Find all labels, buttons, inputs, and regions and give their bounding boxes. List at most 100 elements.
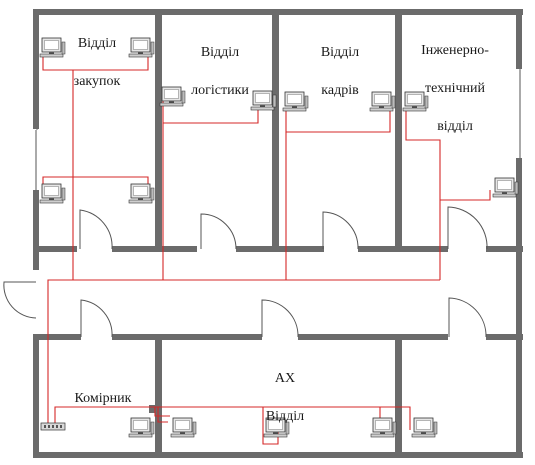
- room-admin-line1: АХ: [274, 371, 296, 386]
- room-label-storekeeper: Комірник: [48, 370, 158, 427]
- monitor-screen: [44, 40, 59, 50]
- cable-path: [42, 176, 149, 190]
- keyboard: [369, 107, 394, 112]
- cable-path: [440, 190, 491, 201]
- system-unit: [433, 421, 438, 435]
- keyboard: [39, 199, 64, 204]
- computer-icon: [282, 91, 309, 112]
- cable-path: [42, 55, 149, 71]
- keyboard: [128, 199, 153, 204]
- cable-path: [154, 407, 170, 417]
- computer-icon: [411, 417, 438, 438]
- computer-icon: [370, 417, 397, 438]
- wall-segment: [516, 246, 522, 341]
- keyboard: [411, 433, 436, 438]
- wall-segment: [516, 158, 522, 248]
- wall-segment: [516, 340, 522, 458]
- wall-segment: [33, 334, 81, 340]
- room-purchasing-line1: Відділ: [77, 36, 117, 51]
- door-logistics: [200, 213, 237, 250]
- computer-icon: [250, 90, 277, 111]
- wall-segment: [272, 9, 279, 249]
- monitor-screen: [375, 420, 390, 430]
- wall-segment: [33, 190, 39, 270]
- computer-icon: [170, 417, 197, 438]
- doors: [3, 70, 521, 338]
- computer-icon: [369, 91, 396, 112]
- wall-segment: [486, 246, 523, 252]
- monitor-screen: [133, 186, 148, 196]
- keyboard: [128, 53, 153, 58]
- monitor-stand: [138, 52, 143, 54]
- room-hr-line2: кадрів: [321, 83, 359, 98]
- walls: [33, 9, 523, 458]
- wall-segment: [486, 334, 523, 340]
- monitor-stand: [169, 101, 174, 103]
- computer-icon: [263, 417, 290, 438]
- computer-icon: [492, 177, 519, 198]
- system-unit: [424, 95, 429, 109]
- room-engineering-line3: відділ: [437, 119, 473, 134]
- wall-segment: [162, 246, 197, 252]
- cable-path: [405, 108, 441, 280]
- room-storekeeper-line1: Комірник: [74, 391, 132, 406]
- monitor-stand: [180, 432, 185, 434]
- switch-port: [44, 425, 46, 428]
- switch-port: [56, 425, 58, 428]
- keyboard: [39, 53, 64, 58]
- system-unit: [392, 421, 397, 435]
- wall-segment: [395, 340, 402, 458]
- monitor-screen: [133, 420, 148, 430]
- monitor-screen: [44, 186, 59, 196]
- room-engineering-line1: Інженерно-: [421, 43, 489, 58]
- cable-path: [54, 406, 411, 430]
- monitor-screen: [374, 94, 389, 104]
- room-label-purchasing: Відділ закупок: [52, 15, 142, 110]
- switch-port: [60, 425, 62, 428]
- keyboard: [263, 433, 288, 438]
- keyboard: [370, 433, 395, 438]
- monitor-stand: [138, 432, 143, 434]
- cable-path: [285, 108, 391, 133]
- computer-icon: [39, 37, 66, 58]
- monitor-stand: [49, 52, 54, 54]
- monitor-screen: [416, 420, 431, 430]
- monitor-stand: [292, 106, 297, 108]
- computers: [39, 37, 519, 438]
- monitor-screen: [268, 420, 283, 430]
- keyboard: [159, 102, 184, 107]
- door-right-room: [448, 297, 487, 338]
- monitor-stand: [421, 432, 426, 434]
- system-unit: [150, 421, 155, 435]
- monitor-stand: [138, 198, 143, 200]
- room-logistics-line2: логістики: [191, 83, 249, 98]
- wall-segment: [298, 334, 448, 340]
- monitor-screen: [287, 94, 302, 104]
- wall-segment: [33, 9, 39, 129]
- door-purchasing: [79, 209, 113, 250]
- monitor-screen: [407, 94, 422, 104]
- monitor-stand: [412, 106, 417, 108]
- wall-segment: [395, 9, 402, 249]
- cable-path: [47, 70, 74, 425]
- keyboard: [128, 433, 153, 438]
- computer-icon: [128, 417, 155, 438]
- system-unit: [61, 41, 66, 55]
- keyboard: [282, 107, 307, 112]
- door-entrance: [3, 281, 37, 319]
- switch-port: [52, 425, 54, 428]
- wall-segment: [402, 246, 448, 252]
- system-unit: [304, 95, 309, 109]
- monitor-screen: [133, 40, 148, 50]
- monitor-stand: [260, 105, 265, 107]
- monitor-stand: [380, 432, 385, 434]
- system-unit: [285, 421, 290, 435]
- room-admin-line2: Відділ: [265, 409, 305, 424]
- keyboard: [250, 106, 275, 111]
- computer-icon: [402, 91, 429, 112]
- monitor-screen: [175, 420, 190, 430]
- switch-port: [48, 425, 50, 428]
- door-admin: [261, 299, 299, 338]
- keyboard: [170, 433, 195, 438]
- door-hr: [322, 211, 359, 250]
